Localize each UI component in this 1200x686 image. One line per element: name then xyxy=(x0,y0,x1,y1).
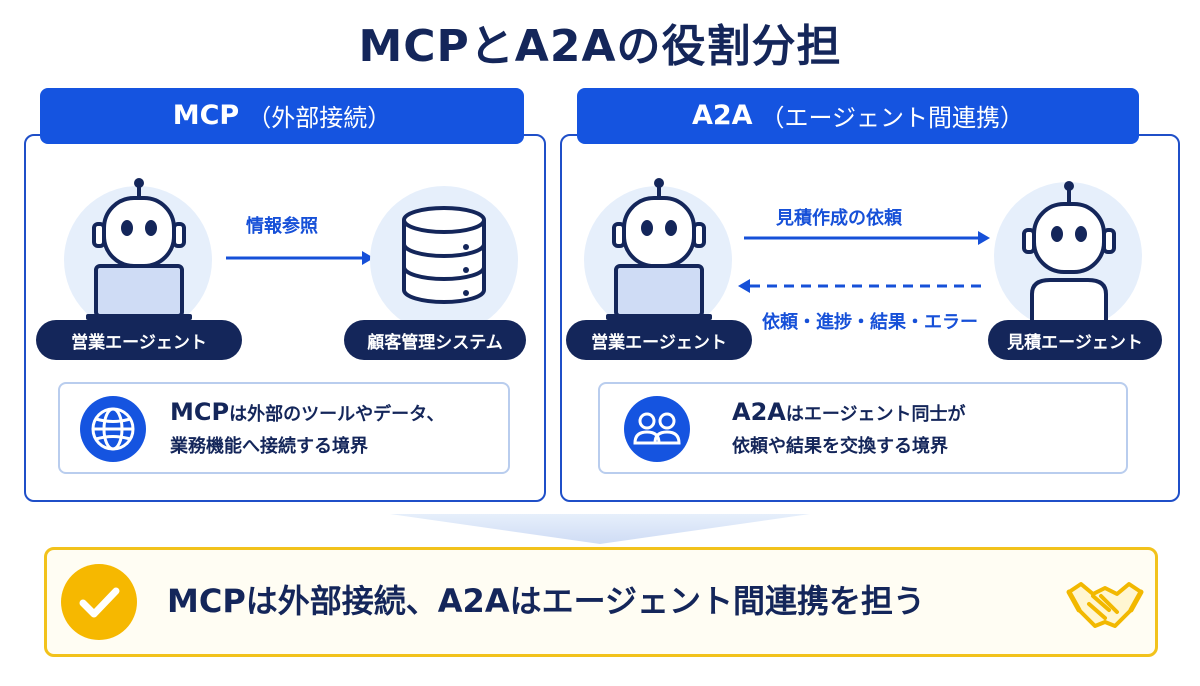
mcp-info-box: MCPは外部のツールやデータ、 業務機能へ接続する境界 xyxy=(58,382,510,474)
check-icon xyxy=(61,564,137,640)
robot-laptop-icon xyxy=(86,178,192,320)
summary-box: MCPは外部接続、A2Aはエージェント間連携を担う xyxy=(44,547,1158,657)
mcp-banner: MCP （外部接続） xyxy=(40,88,524,144)
robot-laptop-icon xyxy=(606,178,712,320)
robot-icon xyxy=(1022,181,1116,324)
a2a-response-arrow xyxy=(738,279,984,293)
a2a-banner: A2A （エージェント間連携） xyxy=(577,88,1139,144)
down-arrow-icon xyxy=(390,514,810,544)
crm-system-label: 顧客管理システム xyxy=(344,320,526,360)
a2a-info-box: A2Aはエージェント同士が 依頼や結果を交換する境界 xyxy=(598,382,1128,474)
page-title: MCPとA2Aの役割分担 xyxy=(358,21,842,72)
a2a-response-label: 依頼・進捗・結果・エラー xyxy=(762,312,978,333)
mcp-request-arrow xyxy=(226,251,374,265)
a2a-info-lead: A2A xyxy=(732,398,786,426)
summary-text: MCPは外部接続、A2Aはエージェント間連携を担う xyxy=(167,582,925,620)
database-icon xyxy=(402,206,486,304)
mcp-info-line2: 業務機能へ接続する境界 xyxy=(170,436,368,457)
a2a-info-line2: 依頼や結果を交換する境界 xyxy=(732,436,948,457)
a2a-request-arrow xyxy=(744,231,990,245)
a2a-info-text: A2Aはエージェント同士が 依頼や結果を交換する境界 xyxy=(732,396,966,463)
mcp-arrow-label: 情報参照 xyxy=(246,216,318,237)
a2a-sales-agent-label: 営業エージェント xyxy=(566,320,752,360)
globe-icon xyxy=(80,396,146,462)
users-icon xyxy=(624,396,690,462)
mcp-info-text: MCPは外部のツールやデータ、 業務機能へ接続する境界 xyxy=(170,396,445,463)
handshake-icon xyxy=(1066,582,1144,628)
mcp-banner-subtitle: （外部接続） xyxy=(247,103,392,132)
mcp-info-lead: MCP xyxy=(170,398,230,426)
a2a-banner-title: A2A xyxy=(691,99,753,131)
estimate-agent-label: 見積エージェント xyxy=(988,320,1162,360)
a2a-request-label: 見積作成の依頼 xyxy=(776,208,902,229)
mcp-info-line1: は外部のツールやデータ、 xyxy=(229,404,445,425)
a2a-info-line1: はエージェント同士が xyxy=(785,404,966,425)
mcp-sales-agent-label: 営業エージェント xyxy=(36,320,242,360)
mcp-banner-title: MCP xyxy=(172,99,240,131)
a2a-banner-subtitle: （エージェント間連携） xyxy=(760,103,1025,132)
